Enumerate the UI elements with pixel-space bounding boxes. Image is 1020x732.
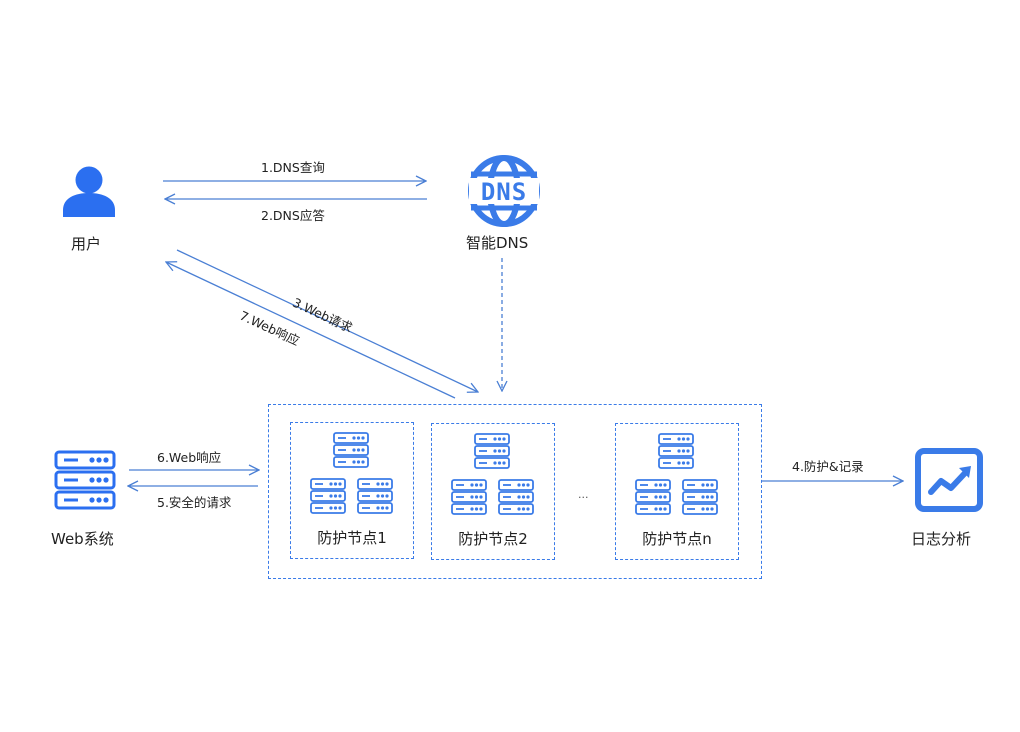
server-stack-icon — [451, 479, 487, 515]
server-stack-icon — [635, 479, 671, 515]
label-dns-query: 1.DNS查询 — [261, 160, 325, 175]
server-stack-icon — [333, 432, 369, 468]
node-label: 防护节点n — [642, 530, 712, 548]
server-cluster-icon — [635, 433, 718, 515]
arrow-web-response-7 — [166, 262, 456, 399]
protection-node-1: 防护节点1 — [290, 422, 414, 559]
protection-cluster — [268, 404, 762, 579]
user-label: 用户 — [71, 235, 102, 253]
dns-globe-icon: DNS — [468, 155, 540, 227]
dns-actor: DNS 智能DNS — [455, 152, 555, 252]
label-protect-record: 4.防护&记录 — [792, 459, 864, 474]
server-icon — [54, 450, 116, 510]
protection-node-2: 防护节点2 — [431, 423, 555, 560]
web-system-actor: Web系统 — [48, 448, 138, 548]
label-dns-answer: 2.DNS应答 — [261, 208, 325, 223]
user-actor: 用户 — [55, 160, 125, 260]
server-cluster-icon — [310, 432, 393, 514]
dns-icon-text: DNS — [481, 178, 527, 206]
log-analysis-label: 日志分析 — [911, 530, 972, 548]
arrow-web-request — [176, 249, 478, 392]
server-stack-icon — [682, 479, 718, 515]
server-stack-icon — [357, 478, 393, 514]
web-system-label: Web系统 — [51, 530, 114, 548]
user-icon — [63, 166, 115, 217]
server-stack-icon — [474, 433, 510, 469]
dns-label: 智能DNS — [466, 234, 529, 252]
protection-node-n: 防护节点n — [615, 423, 739, 560]
server-stack-icon — [658, 433, 694, 469]
server-cluster-icon — [451, 433, 534, 515]
nodes-ellipsis: ... — [578, 488, 589, 501]
node-label: 防护节点2 — [458, 530, 528, 548]
label-safe-request: 5.安全的请求 — [157, 495, 232, 510]
trend-chart-icon — [915, 448, 983, 512]
server-stack-icon — [498, 479, 534, 515]
log-analysis-actor: 日志分析 — [905, 448, 995, 548]
node-label: 防护节点1 — [317, 529, 387, 547]
label-web-response-6: 6.Web响应 — [157, 450, 222, 465]
server-stack-icon — [310, 478, 346, 514]
